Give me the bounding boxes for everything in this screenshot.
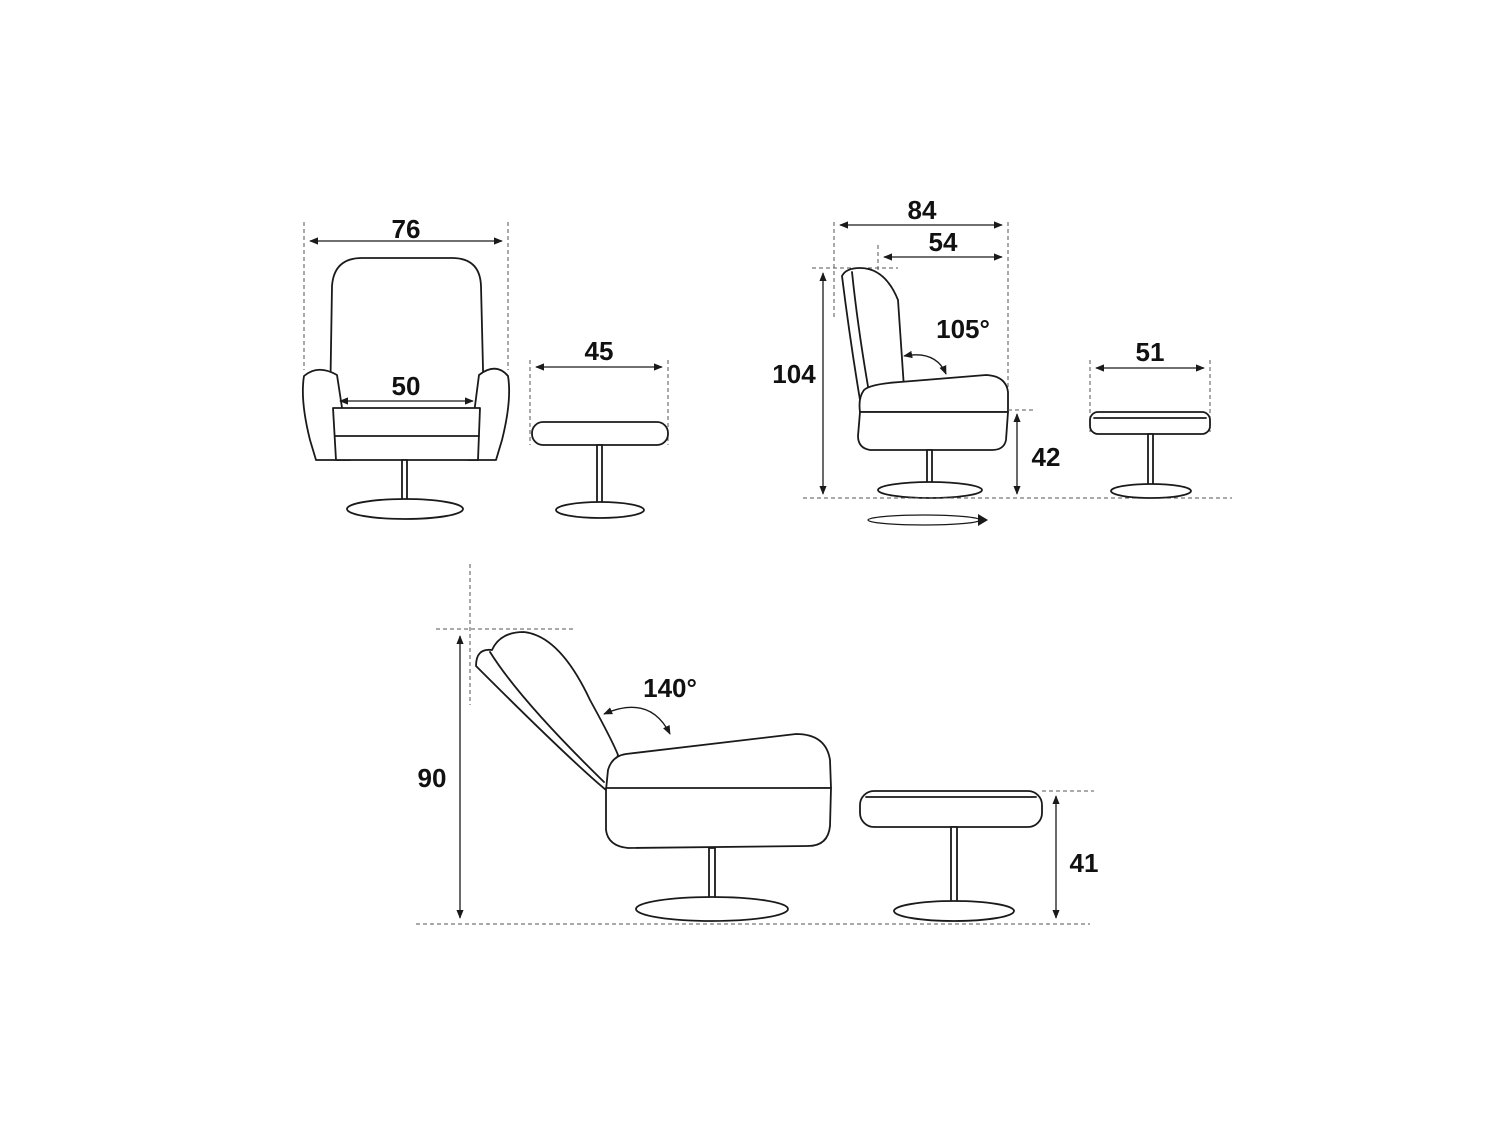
front-width-label: 76: [392, 214, 421, 244]
side-footstool-cushion: [1089, 411, 1211, 435]
side-seat-cushion: [858, 374, 1009, 413]
side-footstool-stem: [1147, 433, 1154, 487]
front-backrest: [329, 257, 485, 411]
reclined-recline-arrow: [603, 706, 671, 735]
reclined-seat-base: [605, 787, 832, 849]
front-base: [346, 498, 464, 520]
reclined-view-chair: 90 140°: [418, 564, 832, 922]
side-height-label: 104: [772, 359, 816, 389]
side-seat-depth-label: 54: [929, 227, 958, 257]
front-seat: [332, 407, 481, 461]
front-footstool: 45: [529, 336, 669, 519]
reclined-backrest: [475, 631, 619, 791]
reclined-base: [635, 896, 789, 922]
reclined-seat-cushion: [605, 733, 832, 791]
reclined-footstool-height-label: 41: [1070, 848, 1099, 878]
reclined-footstool-base: [893, 900, 1015, 922]
side-depth-label: 84: [908, 195, 937, 225]
front-footstool-base: [555, 501, 645, 519]
front-seat-width-label: 50: [392, 371, 421, 401]
front-view-chair: 76 50: [301, 214, 511, 520]
side-footstool-base: [1110, 483, 1192, 499]
side-base: [877, 481, 983, 499]
reclined-recline-angle-label: 140°: [643, 673, 697, 703]
side-seat-base: [857, 411, 1009, 451]
side-recline-angle-label: 105°: [936, 314, 990, 344]
front-footstool-cushion: [531, 421, 669, 446]
swivel-rotation-icon: [867, 514, 988, 526]
side-footstool-width-label: 51: [1136, 337, 1165, 367]
front-footstool-stem: [596, 444, 603, 504]
footstool-width-label: 45: [585, 336, 614, 366]
reclined-footstool-stem: [950, 826, 958, 904]
side-recline-arrow: [903, 350, 947, 375]
side-backrest: [841, 267, 905, 401]
reclined-height-label: 90: [418, 763, 447, 793]
side-seat-height-label: 42: [1032, 442, 1061, 472]
side-view-chair: 84 54 104 105° 42: [772, 195, 1232, 526]
reclined-footstool: 41: [859, 790, 1099, 922]
side-footstool: 51: [1089, 337, 1211, 499]
